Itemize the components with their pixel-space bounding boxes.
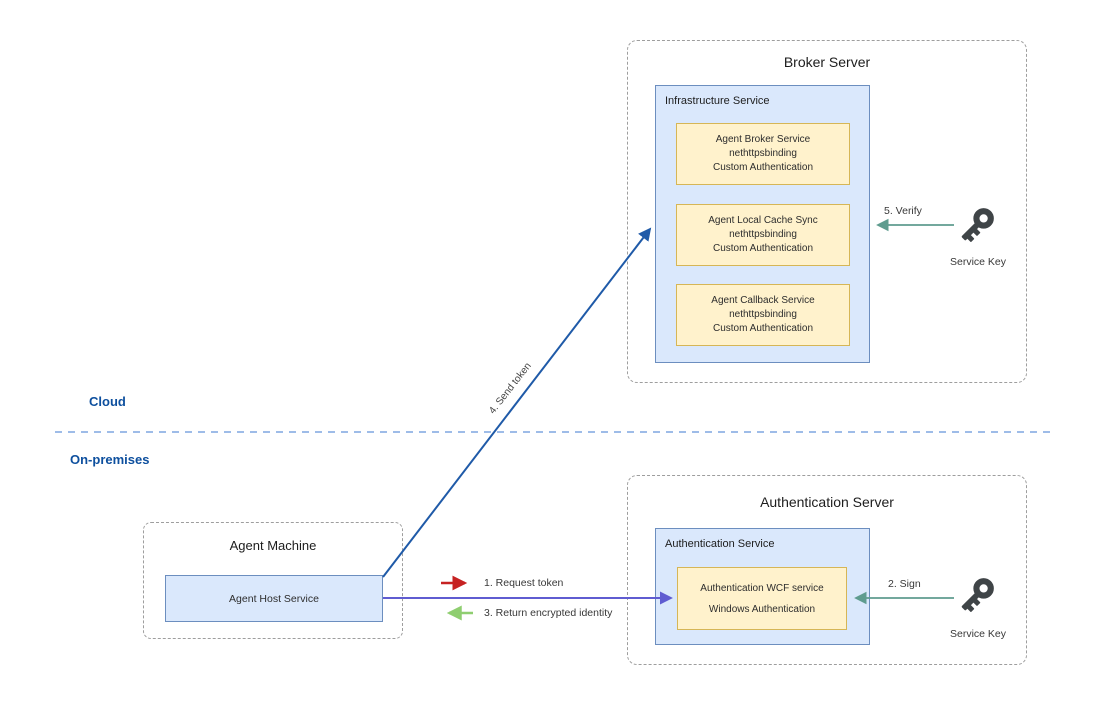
service-line: Custom Authentication <box>712 243 814 254</box>
agent-broker-service-node: Agent Broker Service nethttpsbinding Cus… <box>676 123 850 185</box>
service-key-icon <box>961 208 994 242</box>
broker-server-group: Broker Server <box>627 40 1027 383</box>
agent-machine-group: Agent Machine <box>143 522 403 639</box>
authentication-server-title: Authentication Server <box>760 494 894 510</box>
agent-host-service-label: Agent Host Service <box>229 592 319 605</box>
service-line: Agent Callback Service <box>711 295 815 306</box>
request-token-label: 1. Request token <box>484 577 564 589</box>
service-line: Agent Broker Service <box>715 134 811 145</box>
service-line: Custom Authentication <box>712 162 814 173</box>
service-key-icon <box>961 578 994 612</box>
broker-server-title: Broker Server <box>783 54 871 70</box>
sign-label: 2. Sign <box>888 578 921 590</box>
agent-local-cache-sync-node: Agent Local Cache Sync nethttpsbinding C… <box>676 204 850 266</box>
service-line: Authentication WCF service <box>700 582 824 594</box>
service-line: nethttpsbinding <box>729 148 797 159</box>
service-line: nethttpsbinding <box>729 229 797 240</box>
infrastructure-service-label: Infrastructure Service <box>665 95 770 107</box>
cloud-zone-label: Cloud <box>89 394 126 409</box>
agent-host-service-box: Agent Host Service <box>165 575 383 622</box>
on-premises-zone-label: On-premises <box>70 452 150 467</box>
agent-callback-service-node: Agent Callback Service nethttpsbinding C… <box>676 284 850 346</box>
auth-service-key-caption: Service Key <box>949 628 1007 640</box>
broker-service-key-caption: Service Key <box>949 256 1007 268</box>
service-line: Custom Authentication <box>712 323 814 334</box>
authentication-service-label: Authentication Service <box>665 538 775 550</box>
agent-machine-title: Agent Machine <box>229 538 317 553</box>
send-token-arrow <box>382 227 652 578</box>
return-encrypted-identity-label: 3. Return encrypted identity <box>484 607 613 619</box>
service-line: Windows Authentication <box>708 603 816 615</box>
send-token-label: 4. Send token <box>487 360 534 417</box>
service-line: Agent Local Cache Sync <box>708 215 818 226</box>
verify-label: 5. Verify <box>884 205 922 217</box>
authentication-wcf-service-node: Authentication WCF service Windows Authe… <box>677 567 847 630</box>
service-line: nethttpsbinding <box>729 309 797 320</box>
